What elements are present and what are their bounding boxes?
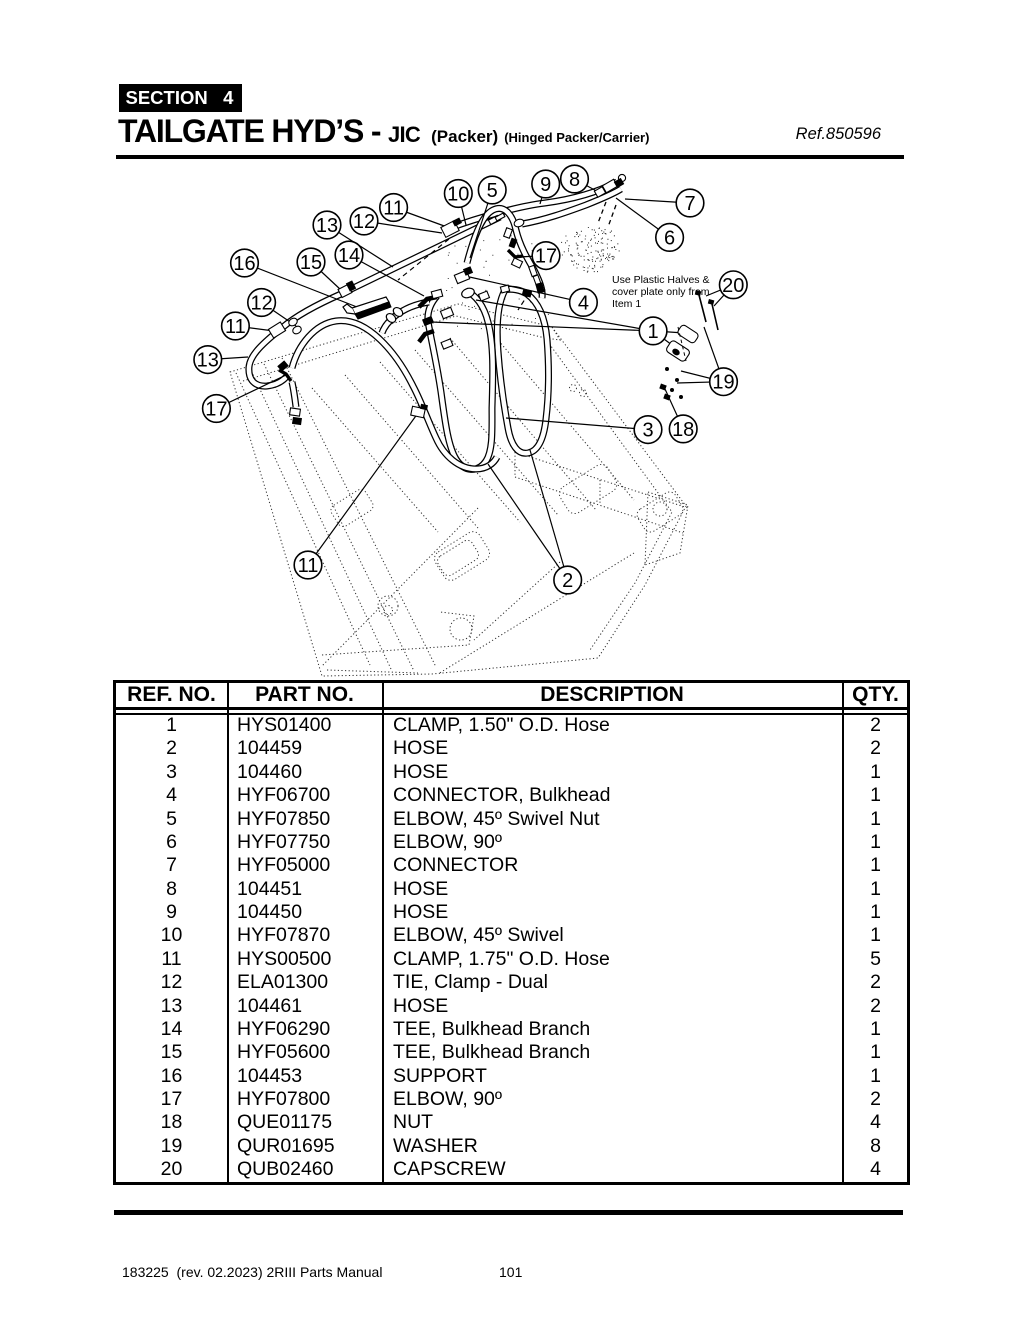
svg-text:19: 19 xyxy=(712,372,734,394)
svg-text:12: 12 xyxy=(353,211,375,233)
svg-text:10: 10 xyxy=(447,184,469,206)
svg-text:4: 4 xyxy=(578,292,589,314)
svg-text:16: 16 xyxy=(233,253,255,275)
svg-text:7: 7 xyxy=(684,193,695,215)
svg-text:11: 11 xyxy=(383,198,404,220)
svg-text:13: 13 xyxy=(197,350,219,372)
svg-text:2: 2 xyxy=(562,570,573,592)
svg-text:11: 11 xyxy=(298,555,319,577)
svg-text:Use Plastic Halves &: Use Plastic Halves & xyxy=(612,274,709,286)
svg-text:8: 8 xyxy=(569,169,580,191)
svg-text:Item 1: Item 1 xyxy=(612,298,641,310)
svg-text:17: 17 xyxy=(205,399,227,421)
svg-text:11: 11 xyxy=(225,316,246,338)
svg-text:15: 15 xyxy=(300,252,322,274)
svg-text:18: 18 xyxy=(672,419,694,441)
svg-text:14: 14 xyxy=(338,245,360,267)
svg-text:cover plate only from: cover plate only from xyxy=(612,286,710,298)
svg-text:3: 3 xyxy=(642,420,653,442)
svg-text:17: 17 xyxy=(535,246,557,268)
svg-text:6: 6 xyxy=(664,227,675,249)
svg-text:9: 9 xyxy=(540,174,551,196)
svg-text:13: 13 xyxy=(316,215,338,237)
svg-text:20: 20 xyxy=(722,275,744,297)
svg-text:5: 5 xyxy=(487,180,498,202)
svg-text:1: 1 xyxy=(648,321,659,343)
svg-text:12: 12 xyxy=(250,293,272,315)
